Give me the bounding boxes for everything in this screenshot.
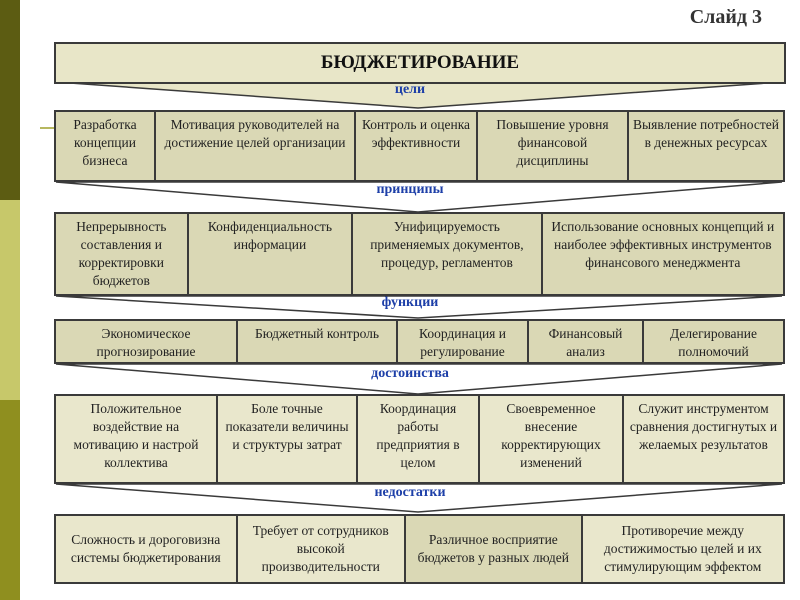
arrow-functions-to-advantages xyxy=(55,363,783,395)
row-goals: Разработка концепции бизнеса Мотивация р… xyxy=(54,110,785,182)
arrow-principles-to-functions xyxy=(55,295,783,319)
arrow-goals-to-principles xyxy=(55,181,783,213)
row-advantages: Положительное воздействие на мотивацию и… xyxy=(54,394,785,484)
function-item: Финансовый анализ xyxy=(527,319,644,364)
goal-item: Мотивация руководителей на достижение це… xyxy=(154,110,356,182)
label-functions: функции xyxy=(381,295,439,310)
goal-item: Контроль и оценка эффективности xyxy=(354,110,478,182)
row-principles: Непрерывность составления и корректировк… xyxy=(54,212,785,296)
principle-item: Использование основных концепций и наибо… xyxy=(540,212,785,296)
label-goals: цели xyxy=(394,82,426,97)
advantage-item: Координация работы предприятия в целом xyxy=(356,394,480,484)
advantage-item: Положительное воздействие на мотивацию и… xyxy=(54,394,218,484)
goal-item: Разработка концепции бизнеса xyxy=(54,110,156,182)
principle-item: Унифицируемость применяемых документов, … xyxy=(351,212,543,296)
function-item: Бюджетный контроль xyxy=(236,319,398,364)
decor-stripe-bottom xyxy=(0,400,20,600)
goal-item: Выявление потребностей в денежных ресурс… xyxy=(627,110,785,182)
goal-item: Повышение уровня финансовой дисциплины xyxy=(476,110,629,182)
main-title: БЮДЖЕТИРОВАНИЕ xyxy=(54,42,786,84)
row-functions: Экономическое прогнозирование Бюджетный … xyxy=(54,319,785,364)
slide-number: Слайд 3 xyxy=(689,6,762,28)
advantage-item: Боле точные показатели величины и структ… xyxy=(216,394,358,484)
disadvantage-item: Требует от сотрудников высокой производи… xyxy=(235,514,407,584)
principle-item: Непрерывность составления и корректировк… xyxy=(54,212,189,296)
advantage-item: Своевременное внесение корректирующих из… xyxy=(478,394,624,484)
label-advantages: достоинства xyxy=(371,366,449,381)
label-principles: принципы xyxy=(376,182,444,197)
decor-stripe-top xyxy=(0,0,20,200)
principle-item: Конфиденциальность информации xyxy=(186,212,354,296)
decor-stripe-middle xyxy=(0,200,20,400)
row-disadvantages: Сложность и дороговизна системы бюджетир… xyxy=(54,514,785,584)
disadvantage-item: Сложность и дороговизна системы бюджетир… xyxy=(54,514,238,584)
function-item: Экономическое прогнозирование xyxy=(54,319,238,364)
function-item: Делегирование полномочий xyxy=(642,319,785,364)
disadvantage-item: Противоречие между достижимостью целей и… xyxy=(580,514,785,584)
arrow-advantages-to-disadvantages xyxy=(55,483,783,513)
label-disadvantages: недостатки xyxy=(374,485,446,500)
disadvantage-item: Различное восприятие бюджетов у разных л… xyxy=(404,514,583,584)
decor-accent-line xyxy=(40,127,56,129)
advantage-item: Служит инструментом сравнения достигнуты… xyxy=(622,394,785,484)
function-item: Координация и регулирование xyxy=(396,319,529,364)
